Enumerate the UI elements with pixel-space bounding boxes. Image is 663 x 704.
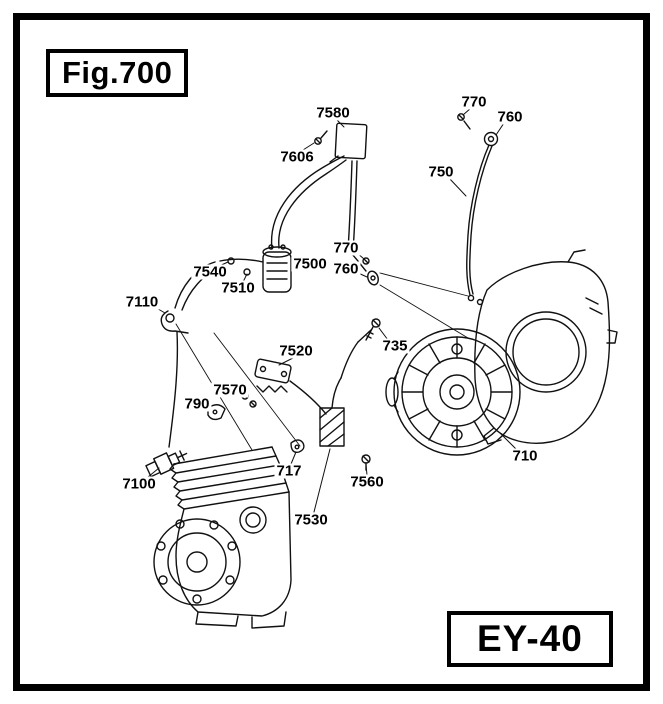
alignment-lines — [175, 272, 469, 451]
part-label-735: 735 — [380, 337, 410, 355]
condenser-drawing — [319, 329, 372, 447]
part-label-710: 710 — [510, 447, 540, 465]
flywheel-drawing — [385, 328, 521, 456]
part-label-770-mid: 770 — [331, 239, 361, 257]
leader-lines — [147, 107, 518, 513]
part-label-7520: 7520 — [277, 342, 315, 360]
part-label-7570: 7570 — [211, 381, 249, 399]
part-label-7510: 7510 — [219, 279, 257, 297]
part-label-7530: 7530 — [292, 511, 330, 529]
ignition-coil-drawing — [262, 244, 292, 293]
part-label-7606: 7606 — [278, 148, 316, 166]
engine-block-drawing — [153, 446, 292, 629]
part-label-750: 750 — [426, 163, 456, 181]
part-label-7500: 7500 — [291, 255, 329, 273]
terminal-box-drawing — [314, 122, 368, 163]
part-label-770-top: 770 — [459, 93, 489, 111]
blower-housing-drawing — [474, 249, 618, 445]
part-label-760-mid: 760 — [331, 260, 361, 278]
clamp-717-drawing — [290, 439, 305, 453]
top-terminal-wire-drawing — [457, 113, 499, 302]
part-label-760-top: 760 — [495, 108, 525, 126]
breaker-drawing — [254, 358, 327, 415]
part-label-7540: 7540 — [191, 263, 229, 281]
engine-model-label: EY-40 — [447, 611, 613, 667]
page-border-frame — [13, 13, 650, 691]
part-label-717: 717 — [274, 462, 304, 480]
part-label-7100: 7100 — [120, 475, 158, 493]
figure-title: Fig.700 — [46, 49, 189, 97]
bolt-735-drawing — [365, 318, 381, 341]
part-label-7580: 7580 — [314, 104, 352, 122]
part-label-790: 790 — [182, 395, 212, 413]
part-label-7560: 7560 — [348, 473, 386, 491]
part-label-7110: 7110 — [123, 293, 161, 311]
